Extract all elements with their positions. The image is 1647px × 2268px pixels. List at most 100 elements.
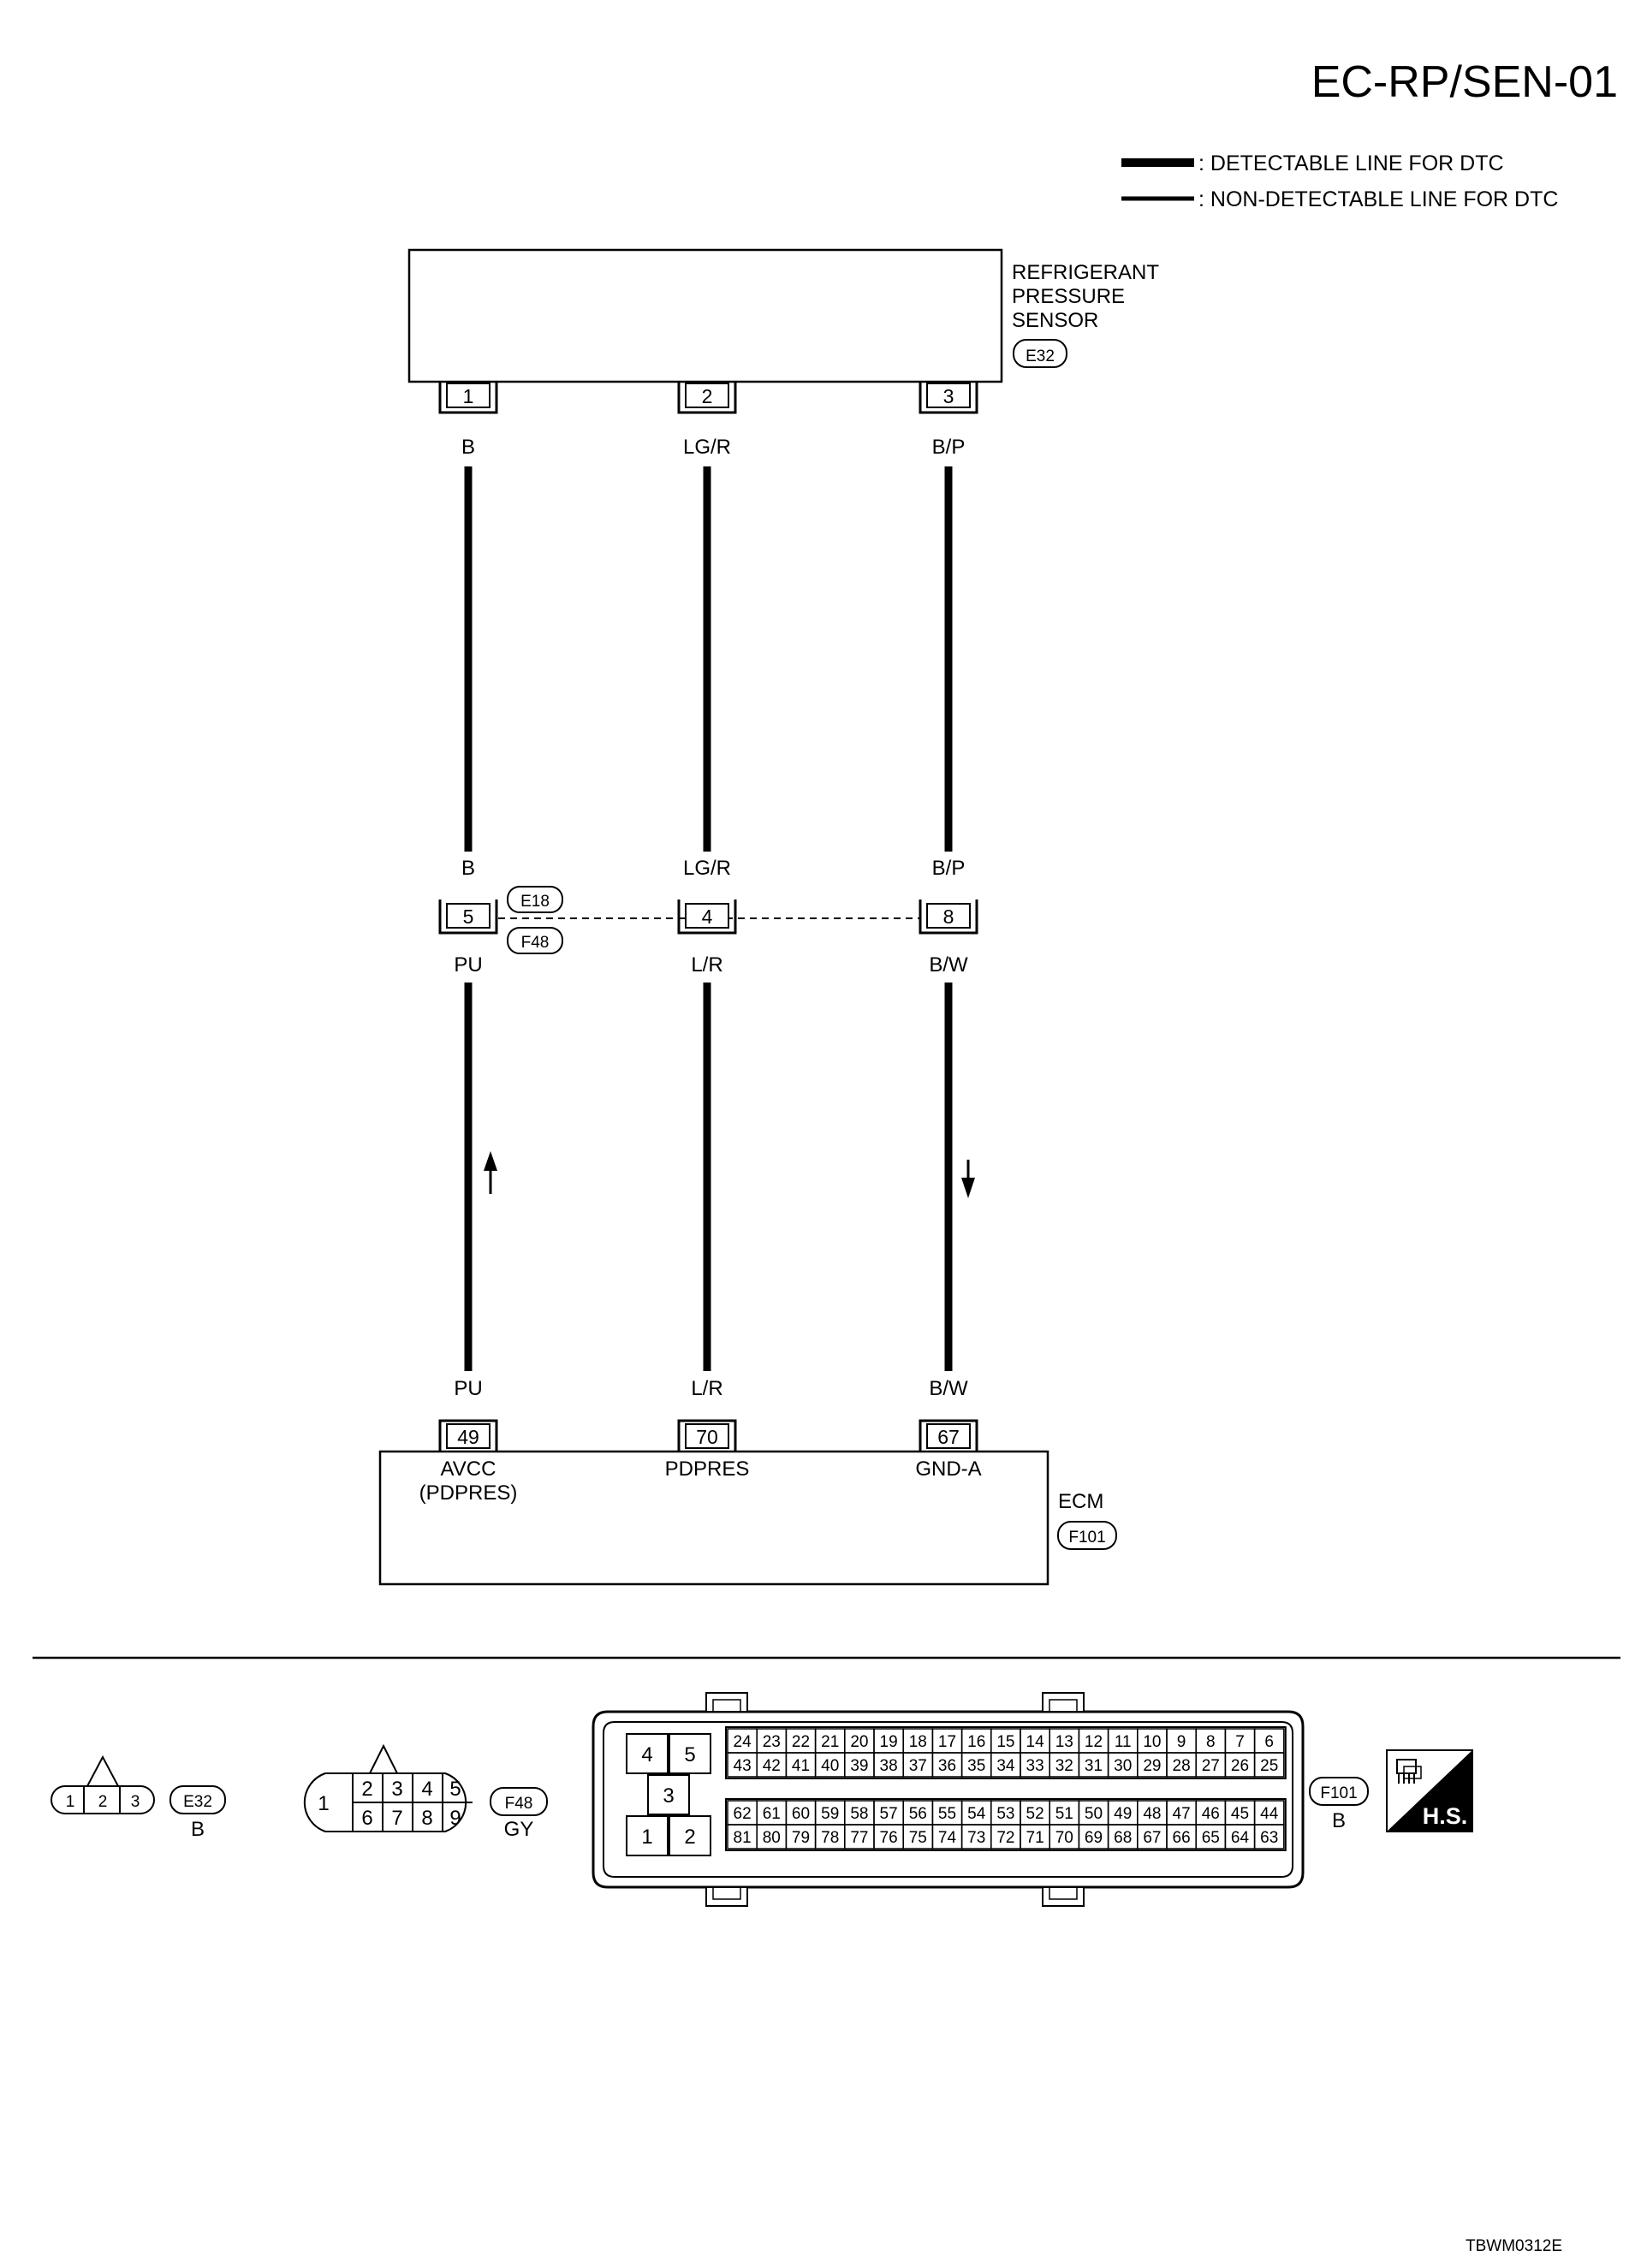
f48-pin-5: 5 [449, 1778, 461, 1801]
f101-pin-75: 75 [909, 1829, 927, 1847]
e32-pin-2: 2 [98, 1793, 108, 1811]
ecm-pin-67: 67 [919, 1419, 978, 1452]
f101-pin-33: 33 [1026, 1757, 1044, 1775]
f101-pin-51: 51 [1055, 1805, 1073, 1823]
junction-pin-1: 5 [438, 899, 498, 935]
f101-pin-38: 38 [880, 1757, 898, 1775]
f101-upper-grid-frame [725, 1726, 1287, 1779]
junction-3-lower-color: B/W [929, 953, 968, 977]
f101-pin-40: 40 [821, 1757, 839, 1775]
f101-pin-35: 35 [967, 1757, 985, 1775]
wire-1-upper-color: B [461, 436, 475, 459]
junction-2-upper-color: LG/R [683, 857, 731, 880]
junction-1-lower-color: PU [454, 953, 482, 977]
f48-pin-6: 6 [361, 1807, 372, 1830]
f101-pin-27: 27 [1202, 1757, 1220, 1775]
f101-pin-8: 8 [1206, 1733, 1216, 1751]
ecm-pin-67-label: 67 [937, 1426, 960, 1448]
f48-connector-face: 1 2 3 4 5 6 7 8 9 F48 GY [303, 1743, 548, 1841]
ecm-pin-70: 70 [677, 1419, 737, 1452]
wire-3-lower-color: B/W [929, 1377, 968, 1400]
ecm-pin-70-function: PDPRES [665, 1458, 750, 1481]
ecm-pin-49-label: 49 [457, 1426, 479, 1448]
f101-pin-65: 65 [1202, 1829, 1220, 1847]
sensor-pin-3: 3 [919, 382, 978, 414]
junction-1-upper-color: B [461, 857, 475, 880]
legend-thick-label: : DETECTABLE LINE FOR DTC [1198, 151, 1504, 175]
e32-pin-1: 1 [66, 1793, 75, 1811]
junction-pin-1-label: 5 [463, 905, 474, 928]
e32-pin-3: 3 [131, 1793, 140, 1811]
f101-pin-76: 76 [880, 1829, 898, 1847]
ecm-pin-49-function-2: (PDPRES) [419, 1481, 518, 1505]
wire-3-upper-color: B/P [932, 436, 966, 459]
f101-pin-73: 73 [967, 1829, 985, 1847]
f101-pin-23: 23 [763, 1733, 781, 1751]
sensor-connector-id: E32 [1026, 347, 1055, 365]
f101-pin-37: 37 [909, 1757, 927, 1775]
f101-face-id: F101 [1320, 1784, 1357, 1802]
ecm-connector-id: F101 [1068, 1529, 1105, 1547]
f101-pin-47: 47 [1173, 1805, 1191, 1823]
f101-pin-3: 3 [663, 1784, 674, 1808]
f101-pin-55: 55 [938, 1805, 956, 1823]
f101-pin-52: 52 [1026, 1805, 1044, 1823]
f101-pin-49: 49 [1114, 1805, 1132, 1823]
f101-pin-77: 77 [850, 1829, 868, 1847]
f101-pin-67: 67 [1143, 1829, 1161, 1847]
f101-pin-66: 66 [1173, 1829, 1191, 1847]
hs-badge-label: H.S. [1423, 1803, 1468, 1829]
junction-pin-2: 4 [677, 899, 737, 935]
arrow-up-icon [484, 1151, 497, 1194]
f101-pin-46: 46 [1202, 1805, 1220, 1823]
f48-pin-7: 7 [391, 1807, 402, 1830]
e32-connector-face: 1 2 3 E32 B [51, 1754, 226, 1841]
f101-pin-18: 18 [909, 1733, 927, 1751]
sensor-box [407, 248, 1003, 383]
f101-pin-43: 43 [734, 1757, 752, 1775]
f101-pin-30: 30 [1114, 1757, 1132, 1775]
f101-pin-14: 14 [1026, 1733, 1045, 1751]
f101-pin-28: 28 [1173, 1757, 1191, 1775]
f101-pin-31: 31 [1085, 1757, 1103, 1775]
f101-pin-32: 32 [1055, 1757, 1073, 1775]
wire-1-lower-color: PU [454, 1377, 482, 1400]
page-title: EC-RP/SEN-01 [1311, 57, 1618, 107]
ecm-connector-tag [1057, 1521, 1117, 1550]
f101-pin-48: 48 [1143, 1805, 1161, 1823]
ecm-pin-49-function-1: AVCC [441, 1458, 496, 1481]
f101-pin-25: 25 [1260, 1757, 1278, 1775]
f101-pin-6: 6 [1264, 1733, 1274, 1751]
f101-pin-11: 11 [1115, 1733, 1132, 1751]
f101-pin-1: 1 [641, 1826, 652, 1849]
f101-pin-17: 17 [938, 1733, 956, 1751]
f101-pin-72: 72 [996, 1829, 1014, 1847]
f101-pin-78: 78 [821, 1829, 839, 1847]
sensor-connector-tag [1013, 339, 1067, 368]
ecm-pin-70-label: 70 [696, 1426, 718, 1448]
figure-code: TBWM0312E [1466, 2237, 1562, 2255]
f101-pin-80: 80 [763, 1829, 781, 1847]
legend-thin-label: : NON-DETECTABLE LINE FOR DTC [1198, 187, 1558, 211]
f101-pin-54: 54 [967, 1805, 986, 1823]
f48-pin-9: 9 [449, 1807, 461, 1830]
junction-connector-bottom: F48 [521, 934, 550, 952]
junction-3-upper-color: B/P [932, 857, 966, 880]
f101-pin-69: 69 [1085, 1829, 1103, 1847]
f48-pin-4: 4 [421, 1778, 432, 1801]
f101-pin-7: 7 [1235, 1733, 1245, 1751]
junction-2-lower-color: L/R [691, 953, 722, 977]
f101-pin-68: 68 [1114, 1829, 1132, 1847]
sensor-name-line-2: PRESSURE [1012, 285, 1125, 308]
f101-pin-21: 21 [821, 1733, 839, 1751]
f101-pin-61: 61 [763, 1805, 781, 1823]
sensor-pin-2: 2 [677, 382, 737, 414]
e32-face-id: E32 [183, 1793, 212, 1811]
f101-pin-cell [1253, 1824, 1285, 1849]
f48-pin-3: 3 [391, 1778, 402, 1801]
junction-connector-bottom-tag [507, 927, 563, 954]
junction-connector-top: E18 [520, 893, 550, 911]
